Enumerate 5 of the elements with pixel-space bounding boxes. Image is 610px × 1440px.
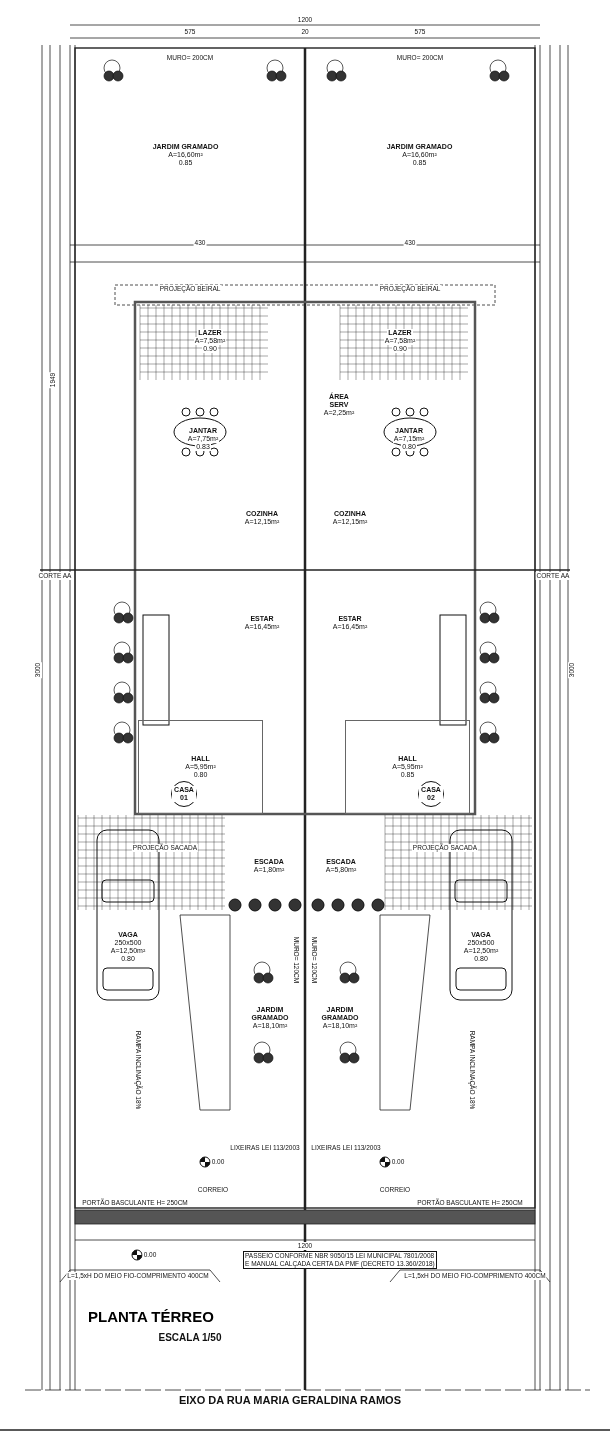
scale-text: ESCALA 1/50 [157, 1332, 223, 1344]
room-area [138, 720, 263, 814]
street-name: EIXO DA RUA MARIA GERALDINA RAMOS [178, 1393, 402, 1407]
room-area [345, 720, 470, 814]
plan-title: PLANTA TÉRREO [88, 1308, 214, 1325]
